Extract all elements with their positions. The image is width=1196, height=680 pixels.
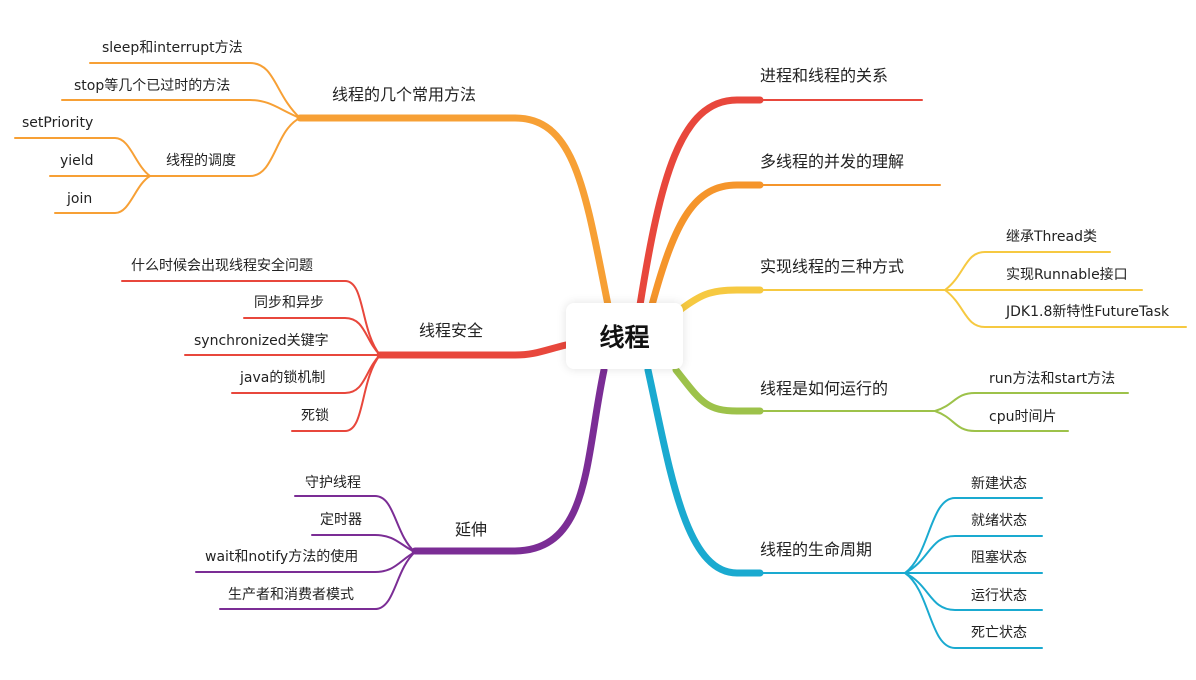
leaf-java-locks[interactable]: java的锁机制 <box>240 370 326 386</box>
trunk-extension <box>411 366 608 555</box>
leaf-extend-thread[interactable]: 继承Thread类 <box>1006 229 1097 245</box>
link-scheduling <box>149 117 301 177</box>
trunk-thread-safety <box>376 341 570 359</box>
leaf-ready-state[interactable]: 就绪状态 <box>971 513 1027 529</box>
branch-process-thread[interactable]: 进程和线程的关系 <box>760 66 889 85</box>
link-sync-async <box>243 317 381 356</box>
link-dead-state <box>904 572 1043 649</box>
leaf-wait-notify[interactable]: wait和notify方法的使用 <box>205 549 359 565</box>
leaf-run-start[interactable]: run方法和start方法 <box>989 371 1116 387</box>
leaf-deadlock[interactable]: 死锁 <box>301 408 329 424</box>
branch-how-run[interactable]: 线程是如何运行的 <box>760 379 889 398</box>
link-stop <box>61 99 301 119</box>
leaf-timer[interactable]: 定时器 <box>320 512 362 528</box>
leaf-sync-async[interactable]: 同步和异步 <box>254 295 324 311</box>
leaf-when-unsafe[interactable]: 什么时候会出现线程安全问题 <box>131 258 313 274</box>
subbranch-thread-scheduling[interactable]: 线程的调度 <box>166 153 236 169</box>
leaf-futuretask[interactable]: JDK1.8新特性FutureTask <box>1006 304 1170 320</box>
branch-three-ways[interactable]: 实现线程的三种方式 <box>760 257 905 276</box>
link-run-start <box>934 392 1129 412</box>
link-new-state <box>904 497 1043 574</box>
trunk-common-methods <box>296 114 612 309</box>
link-timer <box>311 534 416 553</box>
leaf-stop-deprecated[interactable]: stop等几个已过时的方法 <box>74 78 231 94</box>
root-node[interactable]: 线程 <box>566 303 683 369</box>
leaf-sleep-interrupt[interactable]: sleep和interrupt方法 <box>102 40 243 56</box>
leaf-runnable[interactable]: 实现Runnable接口 <box>1006 267 1128 283</box>
trunk-lifecycle <box>644 366 764 577</box>
leaf-join[interactable]: join <box>67 191 93 207</box>
leaf-setpriority[interactable]: setPriority <box>22 115 94 131</box>
branch-thread-safety[interactable]: 线程安全 <box>419 321 484 340</box>
trunk-concurrency <box>648 181 764 309</box>
link-producer <box>219 551 416 610</box>
link-daemon <box>294 495 416 553</box>
branch-extension[interactable]: 延伸 <box>455 520 488 539</box>
link-running-state <box>904 572 1043 611</box>
branch-common-methods[interactable]: 线程的几个常用方法 <box>332 85 477 104</box>
link-sleep-interrupt <box>89 62 301 119</box>
leaf-dead-state[interactable]: 死亡状态 <box>971 625 1027 641</box>
branch-concurrency[interactable]: 多线程的并发的理解 <box>760 152 905 171</box>
branch-lifecycle[interactable]: 线程的生命周期 <box>760 540 873 559</box>
leaf-cpu-slice[interactable]: cpu时间片 <box>989 409 1057 425</box>
link-setpriority <box>14 137 151 177</box>
link-deadlock <box>291 354 381 432</box>
link-extend-thread <box>944 251 1111 291</box>
link-wait-notify <box>195 551 416 573</box>
root-label: 线程 <box>599 323 650 352</box>
leaf-blocked-state[interactable]: 阻塞状态 <box>971 550 1027 566</box>
leaf-yield[interactable]: yield <box>60 153 94 169</box>
link-futuretask <box>944 289 1187 328</box>
trunk-process-thread <box>636 96 764 309</box>
link-cpu-slice <box>934 410 1069 432</box>
trunk-how-run <box>672 366 764 415</box>
trunk-three-ways <box>676 286 764 314</box>
leaf-running-state[interactable]: 运行状态 <box>971 588 1027 604</box>
leaf-new-state[interactable]: 新建状态 <box>971 476 1027 492</box>
link-when-unsafe <box>121 280 381 356</box>
leaf-daemon-thread[interactable]: 守护线程 <box>305 475 361 491</box>
link-join <box>54 175 151 214</box>
link-ready-state <box>904 535 1043 574</box>
leaf-producer-consumer[interactable]: 生产者和消费者模式 <box>228 587 354 603</box>
leaf-synchronized[interactable]: synchronized关键字 <box>194 333 329 349</box>
